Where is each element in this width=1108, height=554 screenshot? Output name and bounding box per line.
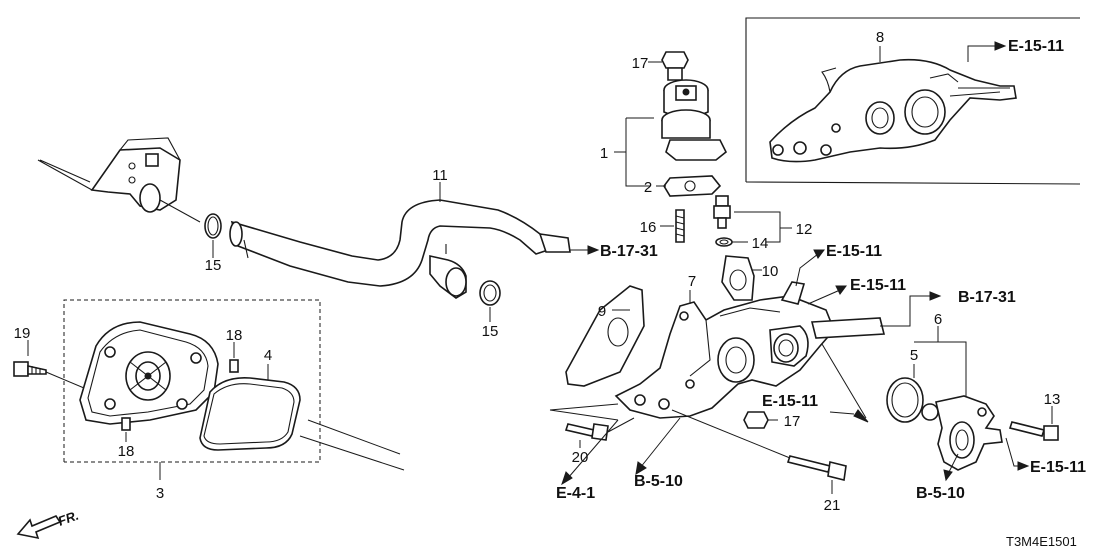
part-1-egr-valve	[661, 79, 728, 161]
ref-e-15-11-right: E-15-11	[1030, 459, 1086, 476]
ref-e-15-11-inset: E-15-11	[1008, 38, 1064, 55]
part-8-water-outlet-inset	[769, 58, 1017, 163]
callout-13: 13	[1044, 391, 1061, 408]
stud-16	[675, 209, 685, 243]
callout-2: 2	[644, 179, 652, 196]
callout-10: 10	[762, 263, 779, 280]
callout-9: 9	[598, 303, 606, 320]
gasket-10	[721, 255, 755, 301]
callout-20: 20	[572, 449, 589, 466]
front-arrow-icon	[16, 515, 62, 540]
callout-12: 12	[796, 221, 813, 238]
callout-6: 6	[934, 311, 942, 328]
pump-kit-box	[63, 299, 321, 463]
gasket-4	[199, 376, 301, 451]
bolt-19	[13, 361, 47, 377]
callout-1: 1	[600, 145, 608, 162]
dowel-pin-18-upper	[229, 359, 239, 373]
washer-14	[715, 237, 733, 247]
ref-e-4-1: E-4-1	[556, 485, 595, 502]
engine-block-fragment	[37, 137, 201, 223]
callout-21: 21	[824, 497, 841, 514]
gasket-2	[663, 175, 722, 197]
ref-b-5-10-right: B-5-10	[916, 485, 965, 502]
seal-5	[886, 377, 924, 423]
callout-19: 19	[14, 325, 31, 342]
part-7-water-outlet	[614, 281, 886, 419]
ref-b-17-31-right: B-17-31	[958, 289, 1016, 306]
callout-8: 8	[876, 29, 884, 46]
callout-15-left: 15	[205, 257, 222, 274]
ref-e-15-11-middle: E-15-11	[850, 277, 906, 294]
callout-3: 3	[156, 485, 164, 502]
callout-17-top: 17	[632, 55, 649, 72]
callout-14: 14	[752, 235, 769, 252]
bolt-13	[1008, 421, 1059, 441]
ref-e-15-11-upper: E-15-11	[826, 243, 882, 260]
callout-5: 5	[910, 347, 918, 364]
o-ring-15-right	[479, 280, 501, 306]
bolt-20	[564, 423, 609, 441]
callout-18-upper: 18	[226, 327, 243, 344]
inset-frame	[745, 17, 1081, 185]
part-12-temperature-sensor	[713, 195, 731, 229]
o-ring-15-left	[204, 213, 222, 239]
nut-17-lower	[743, 411, 769, 429]
part-11-water-pipe	[229, 199, 571, 299]
water-pump-body	[79, 321, 219, 425]
front-label: FR.	[56, 508, 81, 529]
ref-e-15-11-lower: E-15-11	[762, 393, 818, 410]
part-6-thermostat-cover	[921, 395, 1003, 471]
ref-b-5-10-left: B-5-10	[634, 473, 683, 490]
dowel-pin-18-lower	[121, 417, 131, 431]
callout-15-right: 15	[482, 323, 499, 340]
callout-11: 11	[432, 167, 448, 184]
nut-17-top	[661, 51, 689, 81]
callout-7: 7	[688, 273, 696, 290]
callout-4: 4	[264, 347, 272, 364]
callout-16: 16	[640, 219, 657, 236]
callout-18-lower: 18	[118, 443, 135, 460]
ref-b-17-31-left: B-17-31	[600, 243, 658, 260]
diagram-code: T3M4E1501	[1006, 534, 1077, 549]
gasket-9	[565, 285, 645, 387]
bolt-21	[786, 455, 847, 481]
callout-17-lower: 17	[784, 413, 801, 430]
